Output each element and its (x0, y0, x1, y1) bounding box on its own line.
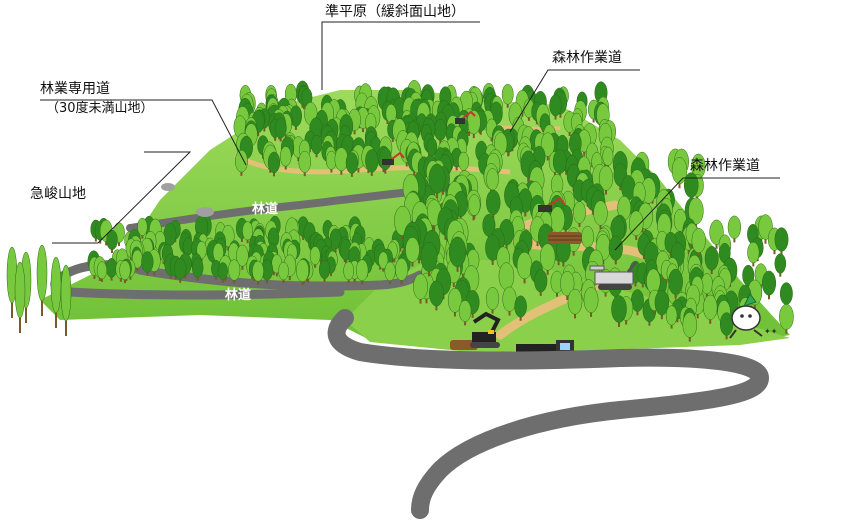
label-public-road: 公道 (468, 456, 494, 475)
rock-icon (196, 207, 214, 217)
svg-text:✦✦: ✦✦ (764, 327, 778, 336)
label-peneplain: 準平原（緩斜面山地） (325, 4, 465, 21)
tree-icon (762, 271, 776, 299)
log-pile-icon (548, 232, 582, 244)
tree-icon (748, 242, 760, 266)
forest-trees-front (7, 245, 71, 336)
label-rindo-lower: 林道 (225, 284, 251, 303)
leader-line-peneplain (322, 22, 480, 90)
label-rindo-upper: 林道 (252, 198, 278, 217)
label-steep-mountain: 急峻山地 (30, 186, 86, 203)
tree-icon (775, 254, 786, 277)
tall-tree-icon (15, 262, 25, 333)
label-forest-road-line2: （30度未満山地） (46, 100, 154, 117)
tree-icon (684, 173, 698, 202)
rock-icon (161, 183, 175, 191)
label-work-road-top: 森林作業道 (552, 50, 622, 67)
tall-tree-icon (61, 265, 71, 336)
tree-icon (775, 228, 788, 256)
label-forest-road-line1: 林業専用道 (40, 81, 110, 98)
label-work-road-right: 森林作業道 (690, 158, 760, 175)
tree-icon (728, 216, 741, 243)
